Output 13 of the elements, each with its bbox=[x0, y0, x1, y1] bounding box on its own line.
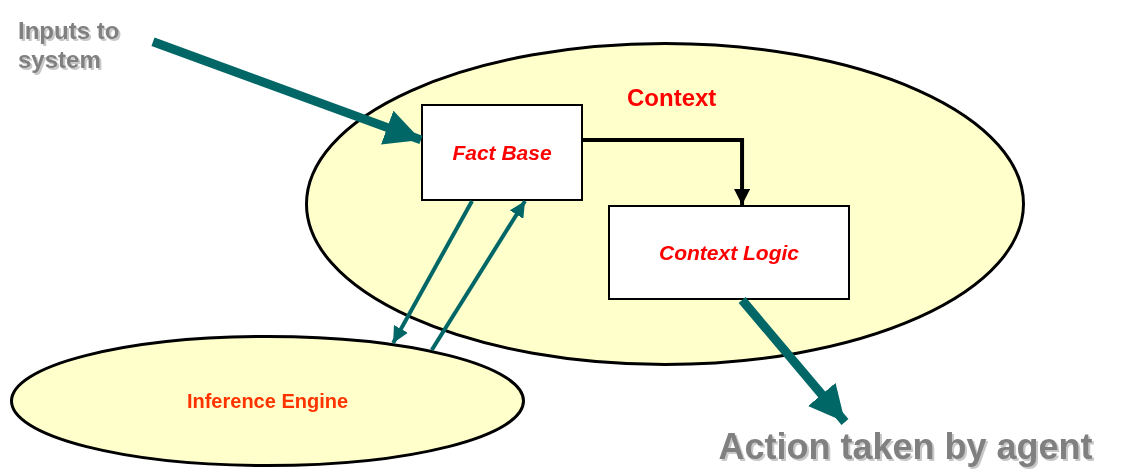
fact-base-box bbox=[421, 104, 583, 201]
node-label: Context bbox=[627, 84, 717, 113]
context-logic-box bbox=[608, 205, 850, 300]
arrow bbox=[391, 200, 474, 344]
node-label: Fact Base bbox=[452, 139, 552, 166]
label-text: Action taken by agent bbox=[718, 425, 1093, 469]
label-text: Inputs to system bbox=[18, 16, 121, 75]
arrow bbox=[738, 297, 849, 425]
arrow bbox=[583, 137, 751, 205]
arrow bbox=[430, 199, 527, 352]
node-label: Inference Engine bbox=[186, 389, 349, 413]
node-label: Context Logic bbox=[659, 239, 799, 266]
arrow bbox=[151, 37, 423, 145]
